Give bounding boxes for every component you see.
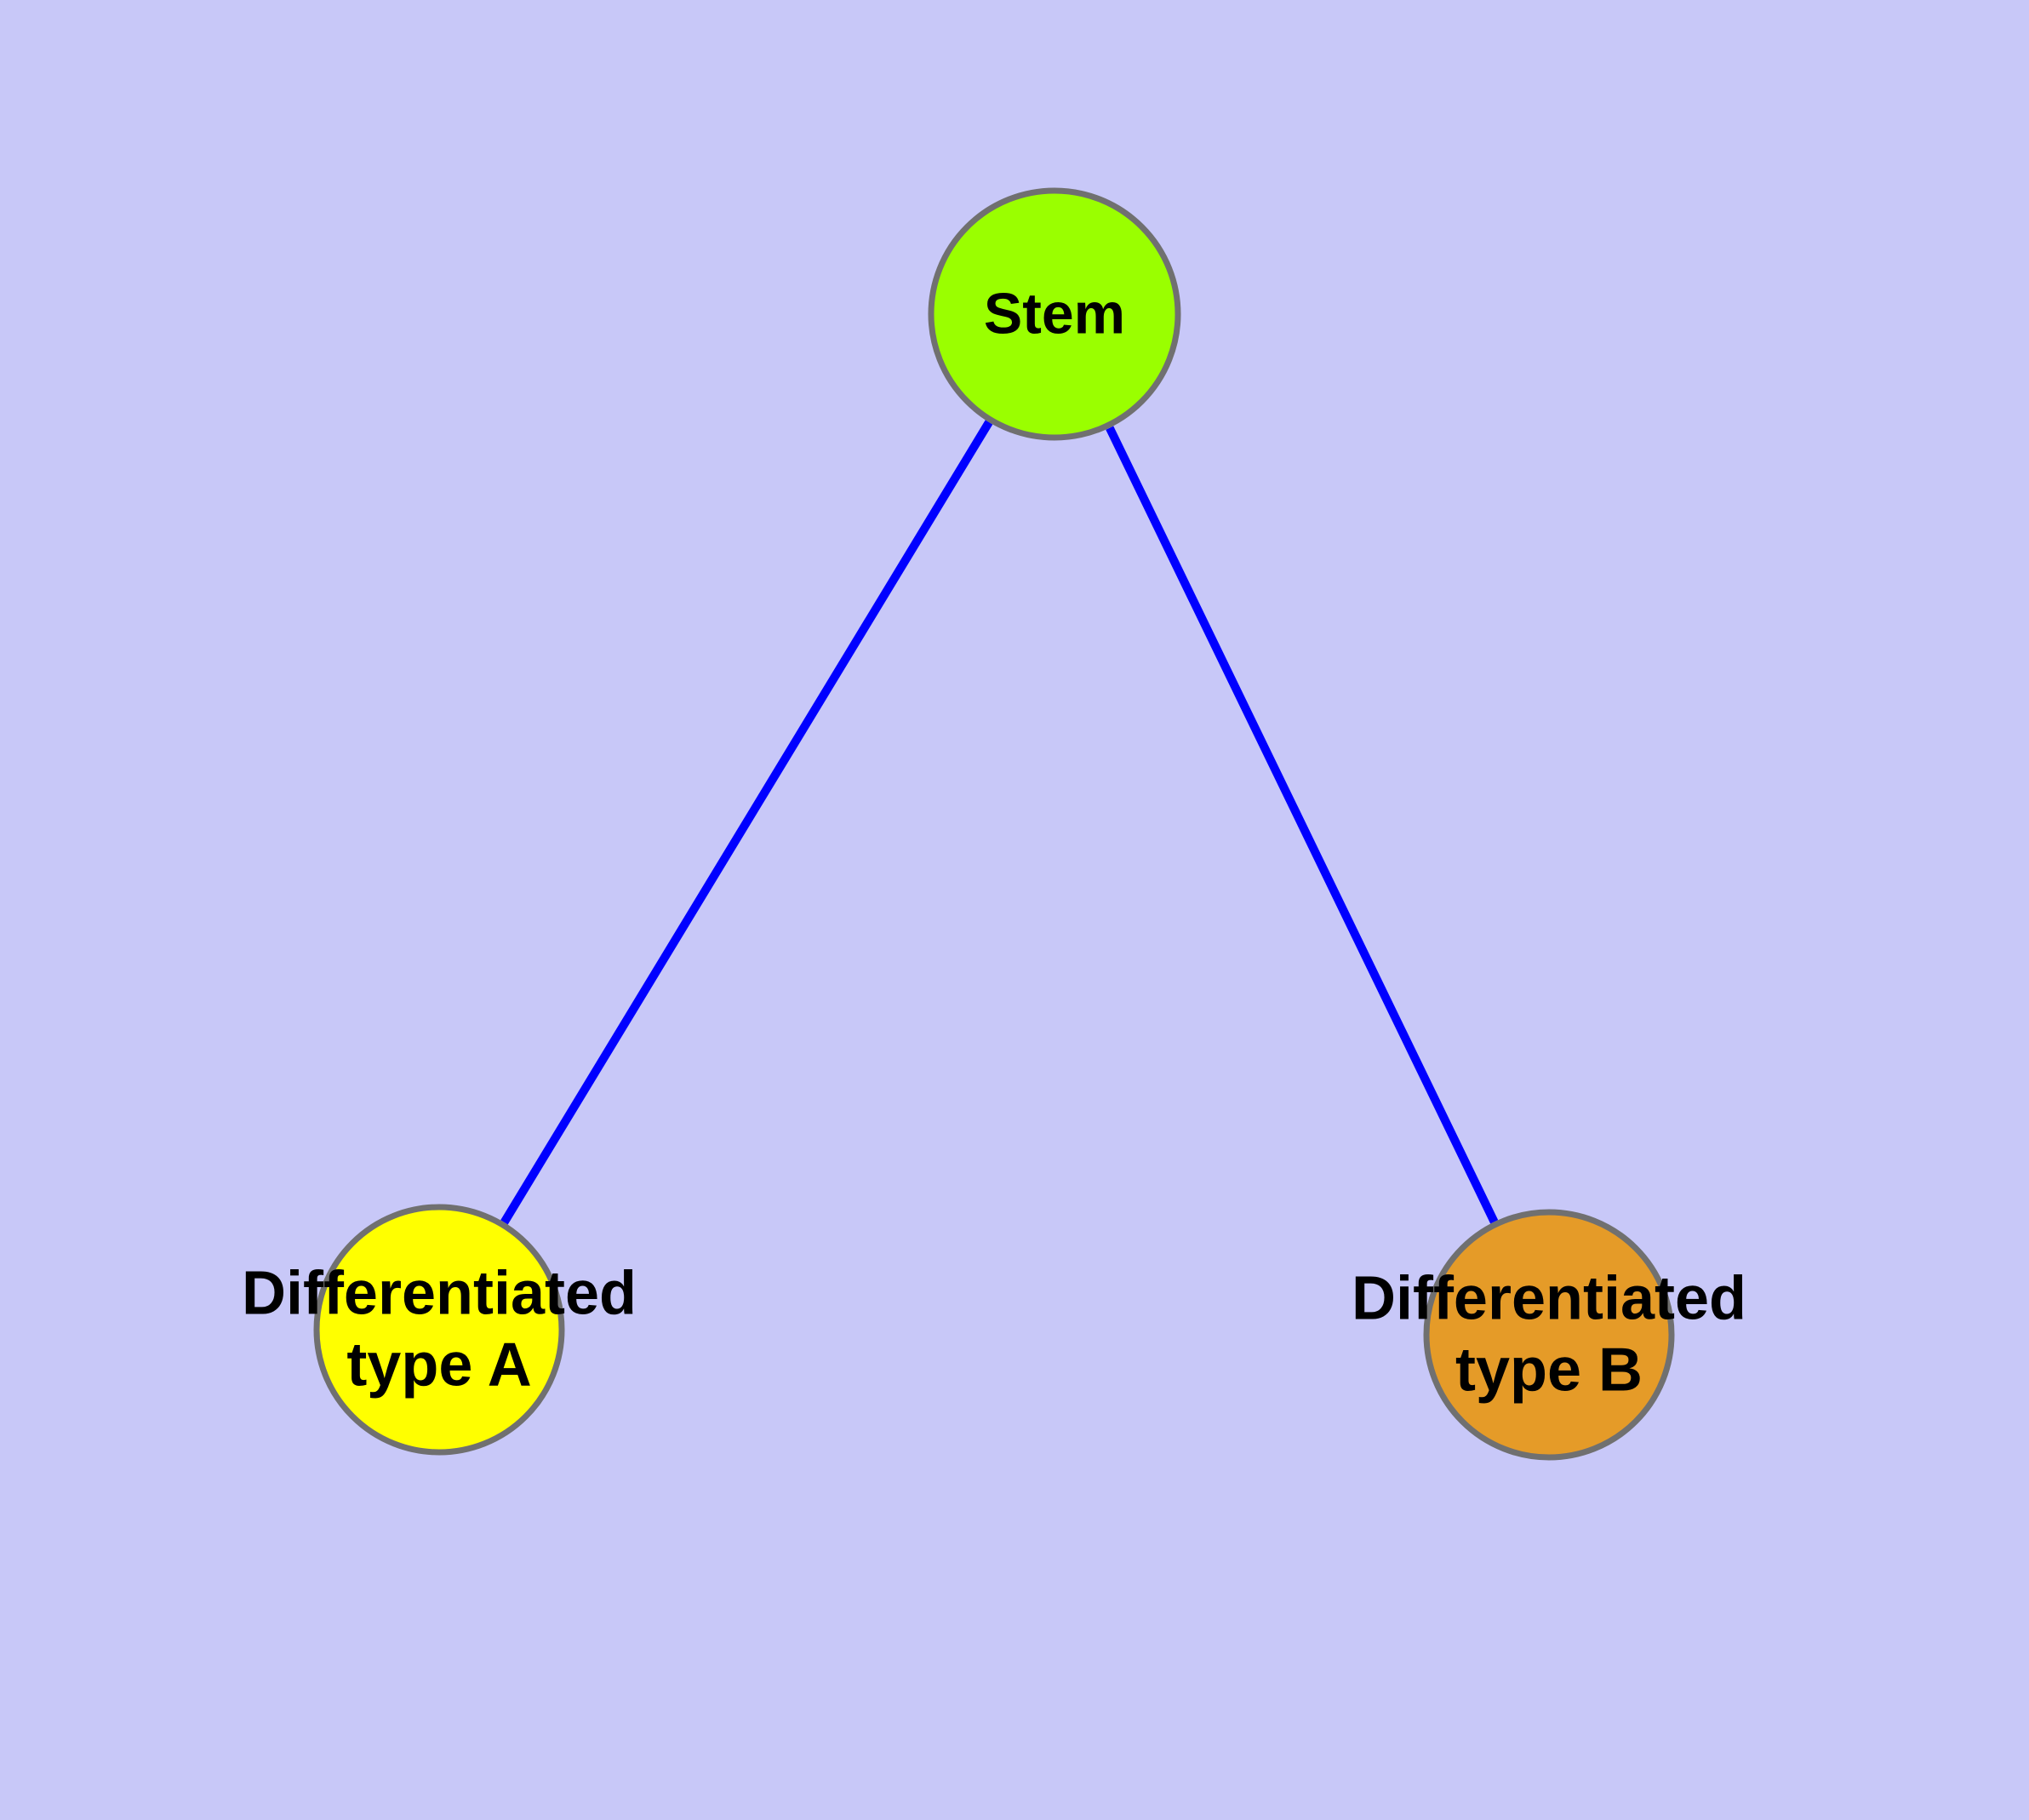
- nodes-layer: [313, 187, 1675, 1461]
- edge-stem-to-diff-a: [500, 420, 993, 1225]
- node-circle-stem[interactable]: [928, 187, 1181, 441]
- node-circle-diff_a[interactable]: [313, 1204, 565, 1456]
- node-circle-diff_b[interactable]: [1423, 1209, 1675, 1461]
- edges-layer: [500, 420, 1499, 1225]
- edge-stem-to-diff-b: [1106, 426, 1499, 1224]
